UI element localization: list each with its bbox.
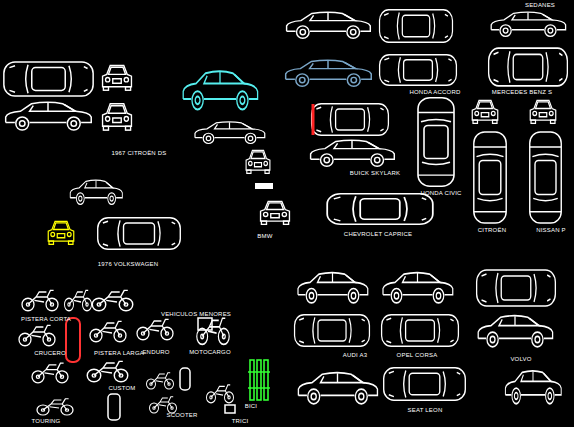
vehicle-label: PISTERA CORTA bbox=[21, 316, 71, 323]
vehicle-label: SEAT LEON bbox=[408, 407, 443, 414]
vehicle-label: SEDANES bbox=[525, 2, 555, 9]
vehicle-label: 1976 VOLKSWAGEN bbox=[98, 261, 158, 268]
vehicle-label: SCOOTER bbox=[166, 412, 197, 419]
vehicle-label: TOURING bbox=[32, 418, 61, 425]
sedans bbox=[4, 10, 568, 249]
vehicle-label: HONDA ACCORD bbox=[409, 89, 460, 96]
vehicle-label: 1967 CITROËN DS bbox=[111, 150, 166, 157]
vehicle-label: TRICI bbox=[232, 418, 249, 425]
hatchbacks bbox=[295, 270, 562, 404]
vehicle-label: HONDA CIVIC bbox=[420, 190, 461, 197]
vehicle-label: VEHICULOS MENORES bbox=[161, 311, 231, 318]
vehicle-label: BMW bbox=[257, 233, 272, 240]
vehicle-label: CITROËN bbox=[478, 227, 506, 234]
vehicle-label: AUDI A3 bbox=[343, 352, 367, 359]
vehicle-label: VOLVO bbox=[510, 356, 531, 363]
vehicle-label: MERCEDES BENZ S bbox=[492, 89, 552, 96]
vehicle-label: OPEL CORSA bbox=[397, 352, 438, 359]
vehicle-label: PISTERA LARGA bbox=[94, 350, 144, 357]
vehicle-label: BUICK SKYLARK bbox=[350, 170, 400, 177]
vehicle-label: BICI bbox=[245, 403, 257, 410]
vehicle-label: NISSAN P bbox=[536, 227, 566, 234]
vehicle-label: MOTOCARGO bbox=[189, 349, 231, 356]
vehicle-label: ENDURO bbox=[142, 349, 169, 356]
motorcycles bbox=[19, 290, 270, 420]
vehicle-label: CRUCERO bbox=[34, 350, 66, 357]
vehicle-label: CUSTOM bbox=[108, 385, 135, 392]
vehicle-label: CHEVROLET CAPRICE bbox=[344, 231, 412, 238]
